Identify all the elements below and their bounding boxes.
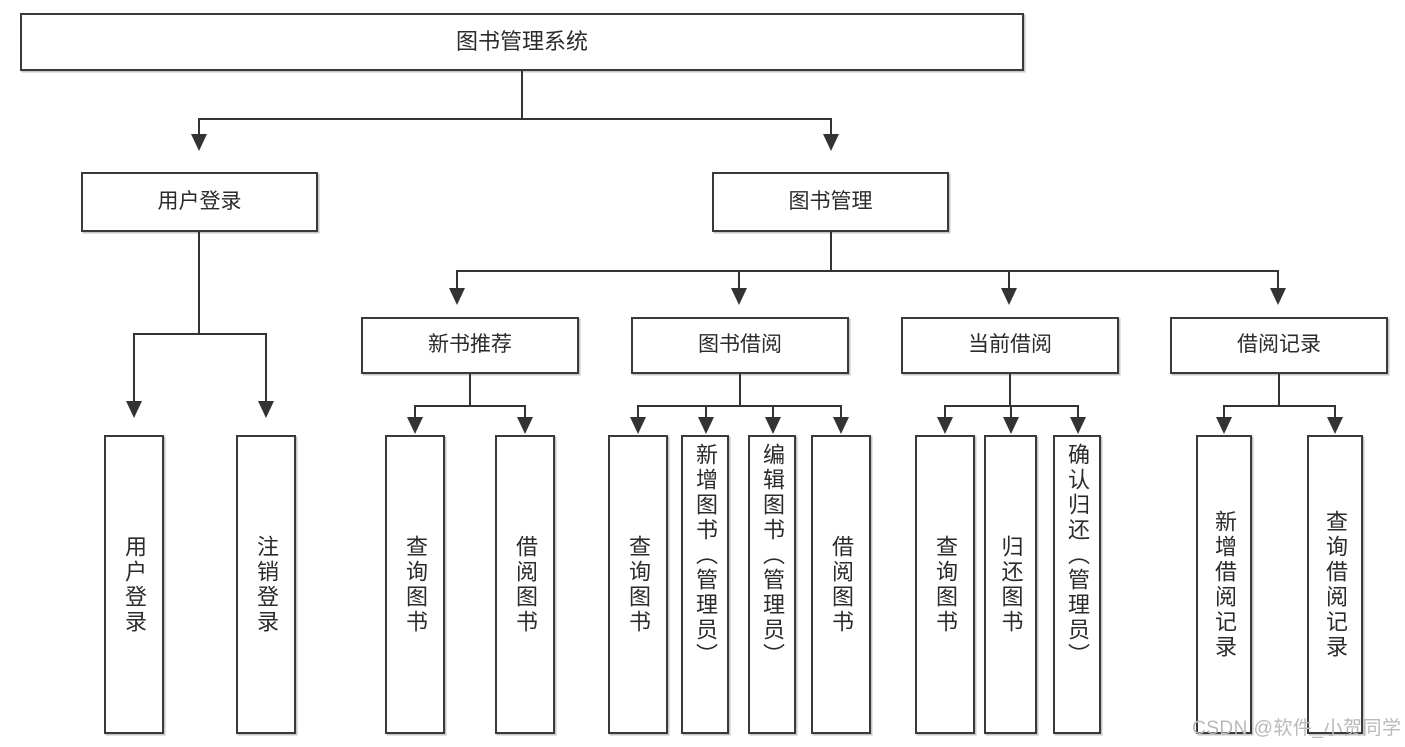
- node-label: 当前借阅: [968, 333, 1052, 357]
- arrowhead-record-child-1: [1216, 417, 1232, 434]
- leaf-query-book-newbook[interactable]: 查询图书: [385, 435, 445, 734]
- arrowhead-bookmgmt-child-3: [1001, 288, 1017, 305]
- node-label: 确认归还（管理员）: [1065, 443, 1090, 668]
- arrowhead-record-child-2: [1327, 417, 1343, 434]
- arrowhead-bookmgmt-child-1: [449, 288, 465, 305]
- connector-login-drop-1: [133, 333, 135, 403]
- leaf-confirm-return-admin[interactable]: 确认归还（管理员）: [1053, 435, 1101, 734]
- connector-borrow-drop-1: [637, 405, 639, 419]
- node-label: 查询图书: [933, 534, 958, 635]
- arrowhead-bookmgmt-child-2: [731, 288, 747, 305]
- connector-current-drop-1: [944, 405, 946, 419]
- node-borrow-record[interactable]: 借阅记录: [1170, 317, 1388, 374]
- connector-borrow-bus: [637, 405, 841, 407]
- node-label: 图书借阅: [698, 333, 782, 357]
- node-label: 注销登录: [254, 534, 279, 635]
- leaf-add-book-admin[interactable]: 新增图书（管理员）: [681, 435, 729, 734]
- connector-borrow-drop-3: [772, 405, 774, 419]
- node-user-login[interactable]: 用户登录: [81, 172, 318, 232]
- connector-bookmgmt-bus: [456, 270, 1279, 272]
- connector-newbook-drop-2: [524, 405, 526, 419]
- arrowhead-borrow-child-1: [630, 417, 646, 434]
- leaf-borrow-book-newbook[interactable]: 借阅图书: [495, 435, 555, 734]
- node-label: 借阅记录: [1237, 333, 1321, 357]
- connector-root-stem: [521, 71, 523, 119]
- node-book-management[interactable]: 图书管理: [712, 172, 949, 232]
- node-current-borrow[interactable]: 当前借阅: [901, 317, 1119, 374]
- connector-root-to-login: [198, 118, 200, 136]
- arrowhead-root-to-bookmgmt: [823, 134, 839, 151]
- arrowhead-borrow-child-2: [698, 417, 714, 434]
- node-root-system[interactable]: 图书管理系统: [20, 13, 1024, 71]
- connector-current-drop-2: [1010, 405, 1012, 419]
- arrowhead-current-child-1: [937, 417, 953, 434]
- node-label: 编辑图书（管理员）: [760, 443, 785, 668]
- node-label: 图书管理: [788, 189, 873, 213]
- arrowhead-current-child-2: [1003, 417, 1019, 434]
- connector-login-bus: [133, 333, 267, 335]
- connector-current-drop-3: [1077, 405, 1079, 419]
- connector-newbook-drop-1: [414, 405, 416, 419]
- connector-login-stem: [198, 232, 200, 334]
- arrowhead-current-child-3: [1070, 417, 1086, 434]
- arrowhead-borrow-child-4: [833, 417, 849, 434]
- leaf-logout-login[interactable]: 注销登录: [236, 435, 296, 734]
- leaf-user-login[interactable]: 用户登录: [104, 435, 164, 734]
- connector-record-drop-1: [1223, 405, 1225, 419]
- arrowhead-login-child-1: [126, 401, 142, 418]
- leaf-query-book-borrow[interactable]: 查询图书: [608, 435, 668, 734]
- connector-current-stem: [1009, 374, 1011, 407]
- node-label: 查询图书: [626, 534, 651, 635]
- node-label: 查询图书: [403, 534, 428, 635]
- node-label: 新书推荐: [428, 333, 512, 357]
- connector-borrow-drop-2: [705, 405, 707, 419]
- node-book-borrow[interactable]: 图书借阅: [631, 317, 849, 374]
- node-label: 新增图书（管理员）: [693, 443, 718, 668]
- leaf-query-borrow-record[interactable]: 查询借阅记录: [1307, 435, 1363, 734]
- leaf-edit-book-admin[interactable]: 编辑图书（管理员）: [748, 435, 796, 734]
- arrowhead-bookmgmt-child-4: [1270, 288, 1286, 305]
- node-label: 用户登录: [122, 534, 147, 635]
- leaf-query-book-current[interactable]: 查询图书: [915, 435, 975, 734]
- arrowhead-borrow-child-3: [765, 417, 781, 434]
- arrowhead-login-child-2: [258, 401, 274, 418]
- connector-borrow-stem: [739, 374, 741, 407]
- node-label: 图书管理系统: [455, 29, 588, 55]
- connector-bookmgmt-drop-1: [456, 270, 458, 290]
- node-new-book-recommend[interactable]: 新书推荐: [361, 317, 579, 374]
- connector-bookmgmt-drop-2: [738, 270, 740, 290]
- arrowhead-root-to-login: [191, 134, 207, 151]
- connector-bookmgmt-drop-4: [1277, 270, 1279, 290]
- connector-newbook-stem: [469, 374, 471, 407]
- connector-root-to-bookmgmt: [830, 118, 832, 136]
- connector-borrow-drop-4: [840, 405, 842, 419]
- connector-record-drop-2: [1334, 405, 1336, 419]
- node-label: 借阅图书: [829, 534, 854, 635]
- connector-record-bus: [1223, 405, 1335, 407]
- connector-root-bus: [198, 118, 832, 120]
- connector-record-stem: [1278, 374, 1280, 407]
- node-label: 查询借阅记录: [1323, 509, 1348, 660]
- leaf-borrow-book[interactable]: 借阅图书: [811, 435, 871, 734]
- leaf-add-borrow-record[interactable]: 新增借阅记录: [1196, 435, 1252, 734]
- connector-newbook-bus: [414, 405, 525, 407]
- connector-bookmgmt-stem: [830, 232, 832, 272]
- node-label: 借阅图书: [513, 534, 538, 635]
- connector-login-drop-2: [265, 333, 267, 403]
- arrowhead-newbook-child-2: [517, 417, 533, 434]
- connector-bookmgmt-drop-3: [1008, 270, 1010, 290]
- leaf-return-book[interactable]: 归还图书: [984, 435, 1037, 734]
- node-label: 归还图书: [998, 534, 1024, 635]
- node-label: 用户登录: [157, 189, 242, 213]
- arrowhead-newbook-child-1: [407, 417, 423, 434]
- node-label: 新增借阅记录: [1212, 509, 1237, 660]
